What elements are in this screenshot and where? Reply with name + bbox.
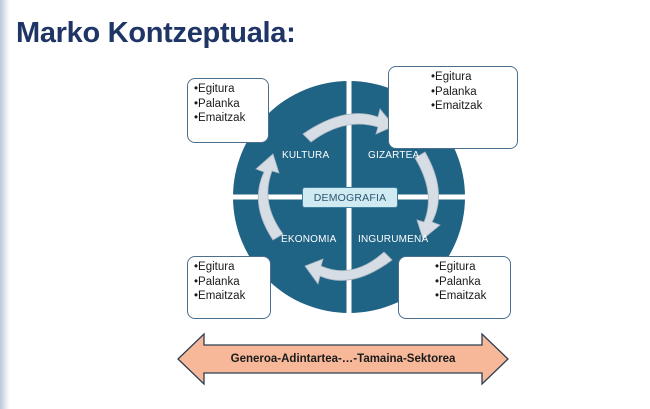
note-item: Palanka — [431, 85, 511, 100]
bottom-arrow-label: Generoa-Adintartea-…-Tamaina-Sektorea — [230, 353, 456, 365]
center-box-demografia: DEMOGRAFIA — [302, 187, 398, 208]
quadrant-label-gizartea: GIZARTEA — [368, 150, 420, 161]
bottom-double-arrow — [177, 332, 509, 386]
quadrant-label-ingurumena: INGURUMENA — [358, 234, 429, 245]
note-item: Palanka — [194, 275, 264, 290]
note-item: Emaitzak — [194, 289, 264, 304]
note-item: Egitura — [194, 260, 264, 275]
note-box-top-right: Egitura Palanka Emaitzak — [388, 66, 518, 149]
note-box-bottom-left: Egitura Palanka Emaitzak — [187, 256, 271, 319]
note-item: Emaitzak — [194, 111, 262, 126]
note-item: Egitura — [435, 260, 504, 275]
note-item: Palanka — [194, 97, 262, 112]
note-item: Emaitzak — [435, 289, 504, 304]
note-box-top-left: Egitura Palanka Emaitzak — [187, 78, 269, 143]
quadrant-label-ekonomia: EKONOMIA — [281, 234, 337, 245]
cycle-arrow-right — [414, 151, 441, 240]
quadrant-label-kultura: KULTURA — [282, 150, 330, 161]
note-item: Egitura — [431, 70, 511, 85]
note-item: Emaitzak — [431, 99, 511, 114]
note-item: Palanka — [435, 275, 504, 290]
cycle-arrow-bottom — [304, 251, 393, 285]
cycle-arrow-left — [255, 153, 284, 241]
slide-left-edge — [0, 0, 10, 409]
note-box-bottom-right: Egitura Palanka Emaitzak — [398, 256, 511, 319]
slide-title: Marko Kontzeptuala: — [16, 17, 296, 49]
note-item: Egitura — [194, 82, 262, 97]
